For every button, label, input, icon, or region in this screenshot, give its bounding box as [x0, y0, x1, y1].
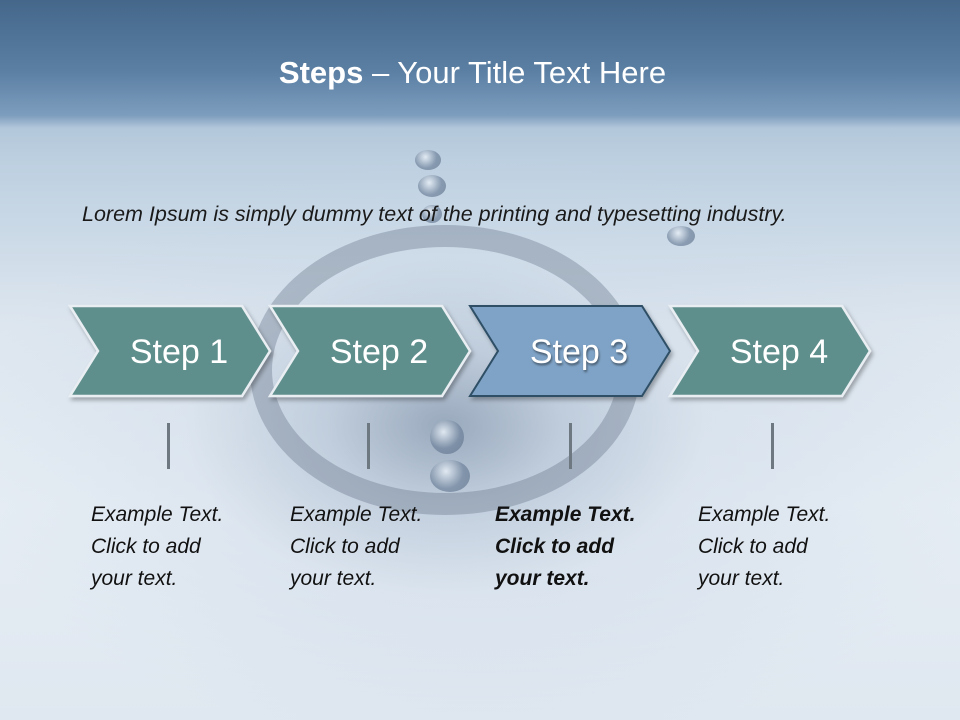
note-line: Example Text.: [91, 503, 224, 526]
step-1-note[interactable]: Example Text. Click to add your text.: [91, 499, 266, 595]
step-connector-4: [771, 423, 774, 469]
note-line: Click to add: [698, 535, 808, 558]
intro-text[interactable]: Lorem Ipsum is simply dummy text of the …: [82, 202, 787, 226]
slide-title[interactable]: Steps – Your Title Text Here: [0, 55, 945, 91]
note-line: Click to add: [290, 535, 400, 558]
step-4-note[interactable]: Example Text. Click to add your text.: [698, 499, 873, 595]
step-3-label: Step 3: [530, 333, 628, 371]
note-line: Click to add: [495, 535, 615, 558]
water-droplet: [418, 175, 446, 197]
title-bar: [0, 0, 960, 128]
note-line: your text.: [91, 567, 178, 590]
note-line: Example Text.: [495, 503, 636, 526]
water-droplet: [415, 150, 441, 170]
slide-title-bold: Steps: [278, 55, 364, 90]
step-2-label: Step 2: [330, 333, 428, 371]
water-droplet: [430, 460, 470, 492]
step-connector-3: [569, 423, 572, 469]
step-connector-2: [367, 423, 370, 469]
step-4-label: Step 4: [730, 333, 828, 371]
step-4-chevron[interactable]: [667, 304, 872, 398]
water-droplet: [422, 205, 442, 223]
water-droplet: [430, 420, 464, 454]
note-line: your text.: [290, 567, 377, 590]
step-3-chevron[interactable]: [468, 305, 672, 397]
note-line: your text.: [698, 567, 785, 590]
note-line: Example Text.: [698, 503, 831, 526]
note-line: Example Text.: [290, 503, 423, 526]
step-2-chevron[interactable]: [267, 304, 472, 398]
step-1-chevron[interactable]: [67, 304, 272, 398]
note-line: Click to add: [91, 535, 201, 558]
step-2-note[interactable]: Example Text. Click to add your text.: [290, 499, 465, 595]
step-3-note[interactable]: Example Text. Click to add your text.: [495, 499, 670, 595]
step-1-label: Step 1: [130, 333, 228, 371]
water-droplet: [667, 226, 695, 246]
note-line: your text.: [495, 567, 590, 590]
step-connector-1: [167, 423, 170, 469]
slide-title-text: – Your Title Text Here: [363, 55, 667, 90]
